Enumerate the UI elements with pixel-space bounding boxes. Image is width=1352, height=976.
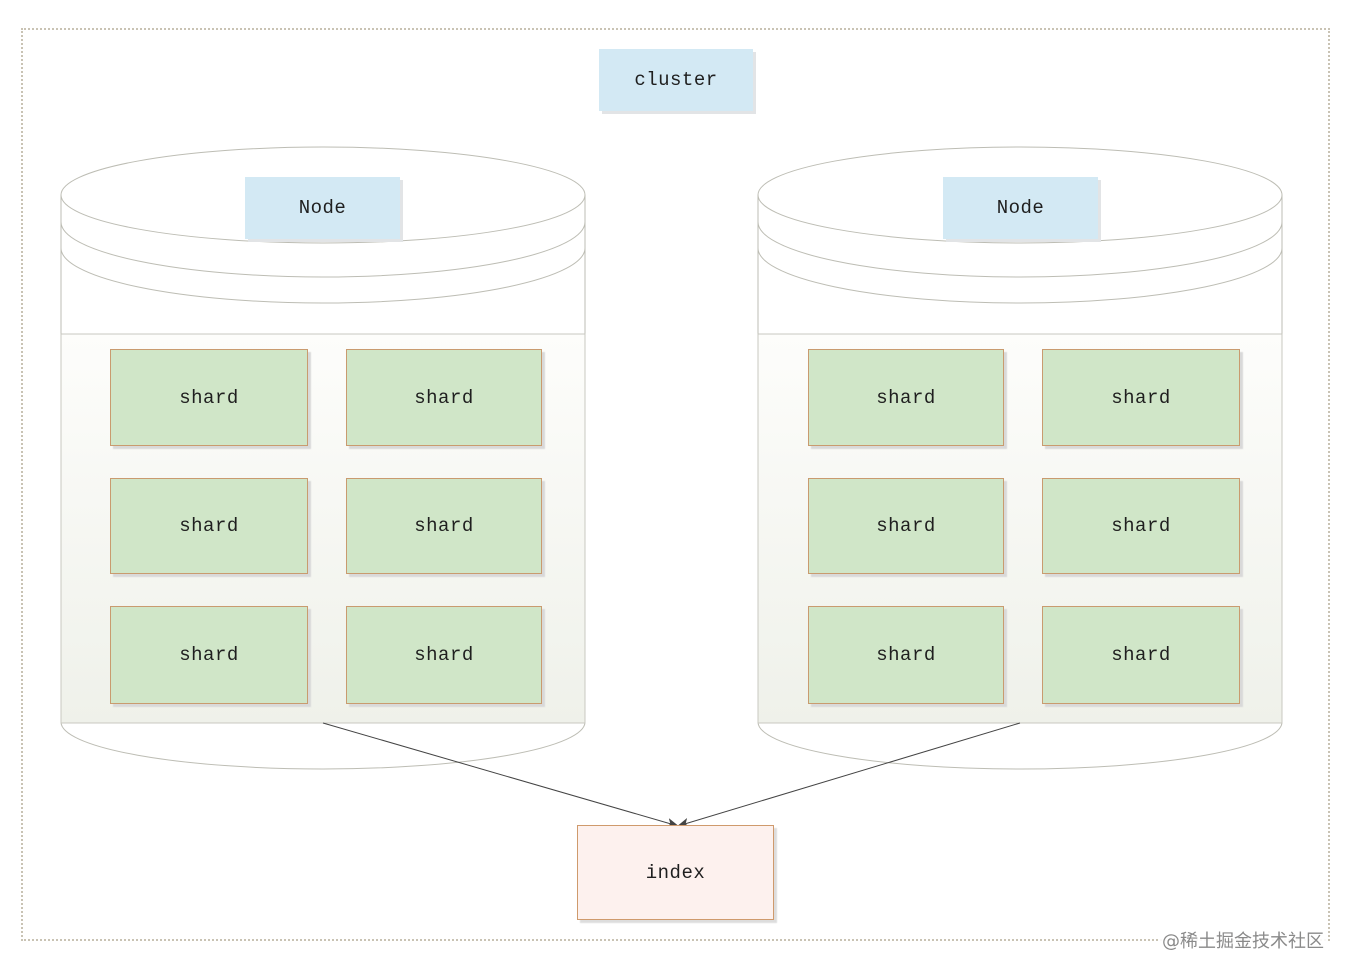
node-label-left: Node <box>245 177 400 239</box>
shard-right-5: shard <box>808 606 1004 704</box>
shard-left-6: shard <box>346 606 542 704</box>
shard-left-4: shard <box>346 478 542 574</box>
index-box: index <box>577 825 774 920</box>
arrow-right-to-index <box>677 722 1021 828</box>
shard-right-3: shard <box>808 478 1004 574</box>
cluster-label: cluster <box>599 49 753 111</box>
shard-left-5: shard <box>110 606 308 704</box>
cluster-boundary <box>21 28 1330 941</box>
shard-right-6: shard <box>1042 606 1240 704</box>
shard-left-3: shard <box>110 478 308 574</box>
watermark: @稀土掘金技术社区 <box>1160 927 1326 953</box>
shard-left-1: shard <box>110 349 308 446</box>
node-label-right: Node <box>943 177 1098 239</box>
shard-right-1: shard <box>808 349 1004 446</box>
shard-left-2: shard <box>346 349 542 446</box>
arrow-left-to-index <box>322 722 679 828</box>
shard-right-2: shard <box>1042 349 1240 446</box>
shard-right-4: shard <box>1042 478 1240 574</box>
